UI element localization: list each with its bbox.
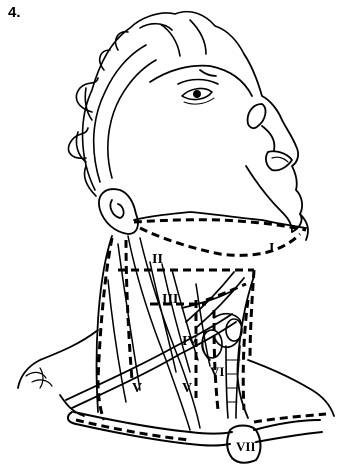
level-I-label: I [269, 241, 274, 256]
eye [178, 80, 218, 105]
level-V-left-label: V [132, 381, 142, 396]
ear [99, 189, 138, 234]
face-outline [150, 54, 302, 232]
level-III-label: III [162, 292, 178, 307]
level-V-right-label: V [182, 381, 192, 396]
level-VII-label: VII [236, 439, 256, 454]
level-II-label: II [152, 252, 163, 267]
hair-outline [68, 12, 244, 196]
level-IV-label: IV [182, 334, 198, 349]
level-VI-label: VI [210, 364, 224, 379]
neck-outline [18, 236, 334, 418]
skin-fold [26, 368, 52, 388]
